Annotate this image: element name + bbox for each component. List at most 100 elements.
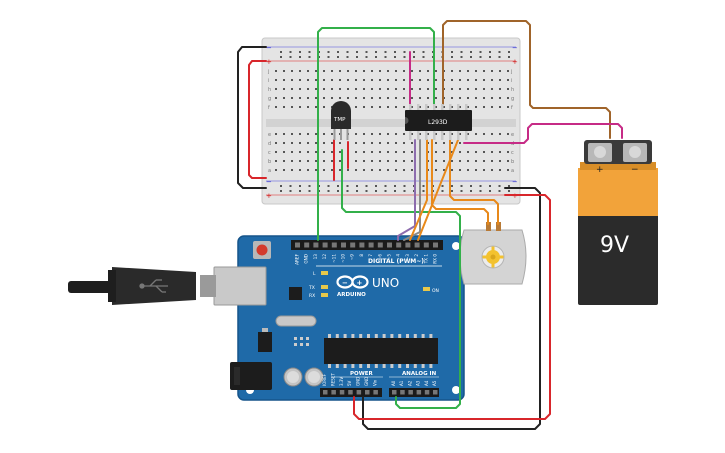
bb-hole (355, 133, 357, 135)
bb-hole (435, 88, 437, 90)
digital-pin-label: ~5 (387, 254, 392, 261)
digital-pin[interactable] (423, 242, 429, 248)
digital-pin[interactable] (359, 242, 365, 248)
bb-hole (379, 142, 381, 144)
digital-pin[interactable] (396, 242, 402, 248)
bb-rail-hole (289, 185, 292, 187)
digital-pin[interactable] (313, 242, 319, 248)
bb-hole (379, 70, 381, 72)
power-pin[interactable] (373, 390, 378, 395)
digital-pin[interactable] (387, 242, 392, 248)
l293d-pin (449, 131, 452, 140)
bb-rail-hole (289, 190, 292, 192)
analog-pin[interactable] (408, 390, 413, 395)
bb-hole (283, 169, 285, 171)
bb-row-letter: h (511, 87, 514, 93)
digital-pin[interactable] (322, 242, 328, 248)
bb-hole (371, 151, 373, 153)
bb-hole (363, 133, 365, 135)
bb-hole (491, 97, 493, 99)
bb-rail-hole (498, 190, 501, 192)
bb-rail-hole (508, 185, 510, 187)
l293d-pin (409, 131, 412, 140)
bb-hole (291, 97, 293, 99)
power-pin[interactable] (356, 390, 362, 395)
bb-hole (419, 88, 421, 90)
digital-pin[interactable] (368, 242, 374, 248)
bb-hole (363, 151, 365, 153)
bb-hole (355, 151, 357, 153)
bb-hole (411, 169, 413, 171)
bb-hole (371, 142, 373, 144)
bb-hole (323, 106, 325, 108)
digital-pin-label: ~6 (377, 254, 382, 261)
digital-pin[interactable] (341, 242, 346, 248)
bb-hole (347, 88, 349, 90)
bb-hole (483, 106, 485, 108)
bb-hole (275, 169, 277, 171)
bb-hole (291, 106, 293, 108)
power-pin[interactable] (323, 390, 328, 395)
bb-hole (467, 169, 469, 171)
led-on-label: ON (432, 288, 439, 294)
digital-pin[interactable] (414, 242, 420, 248)
bb-hole (435, 169, 437, 171)
bb-hole (459, 160, 461, 162)
bb-rail-hole (413, 51, 415, 53)
bb-hole (419, 97, 421, 99)
atmega-pin (421, 364, 425, 368)
bb-hole (459, 151, 461, 153)
bb-row-letter: g (268, 96, 271, 102)
led-on (423, 287, 430, 291)
analog-pin[interactable] (433, 390, 438, 395)
digital-pin[interactable] (433, 242, 438, 248)
digital-pin[interactable] (350, 242, 356, 248)
digital-pin[interactable] (304, 242, 310, 248)
bb-hole (459, 88, 461, 90)
tmp-sensor: TMP (331, 101, 351, 140)
led-tx (321, 285, 328, 289)
battery-plus-label: + (596, 165, 604, 175)
bb-rail-hole (470, 185, 472, 187)
bb-hole (427, 133, 429, 135)
bb-hole (371, 79, 373, 81)
atmega-pin (429, 334, 433, 338)
atmega-pin (374, 364, 378, 368)
digital-pin[interactable] (295, 242, 300, 248)
reset-button-cap[interactable] (256, 244, 268, 256)
analog-pin[interactable] (424, 390, 430, 395)
power-pin[interactable] (365, 390, 370, 395)
digital-pin[interactable] (405, 242, 411, 248)
bb-rail-hole (498, 185, 501, 187)
atmega-pin (367, 364, 370, 368)
bb-hole (451, 97, 453, 99)
digital-pin-label: ~11 (331, 254, 336, 263)
bb-hole (403, 70, 405, 72)
bb-rail-hole (441, 185, 444, 187)
digital-pin[interactable] (331, 242, 337, 248)
power-pin[interactable] (348, 390, 353, 395)
bb-rail-hole (299, 51, 301, 53)
power-pin[interactable] (339, 390, 345, 395)
bb-hole (387, 97, 389, 99)
atmega-pin (335, 364, 339, 368)
digital-pin[interactable] (377, 242, 383, 248)
bb-hole (411, 142, 413, 144)
l293d-pin (465, 104, 468, 110)
svg-text:−: − (342, 279, 348, 287)
bb-hole (355, 79, 357, 81)
bb-hole (387, 79, 389, 81)
analog-pin[interactable] (416, 390, 422, 395)
bb-rail-hole (327, 51, 330, 53)
bb-hole (419, 133, 421, 135)
analog-pin[interactable] (400, 390, 405, 395)
bb-hole (355, 97, 357, 99)
bb-hole (499, 88, 501, 90)
bb-hole (379, 97, 381, 99)
bb-hole (491, 70, 493, 72)
bb-rail-hole (422, 51, 425, 53)
power-pin[interactable] (331, 390, 336, 395)
analog-pin[interactable] (392, 390, 397, 395)
bb-hole (467, 106, 469, 108)
